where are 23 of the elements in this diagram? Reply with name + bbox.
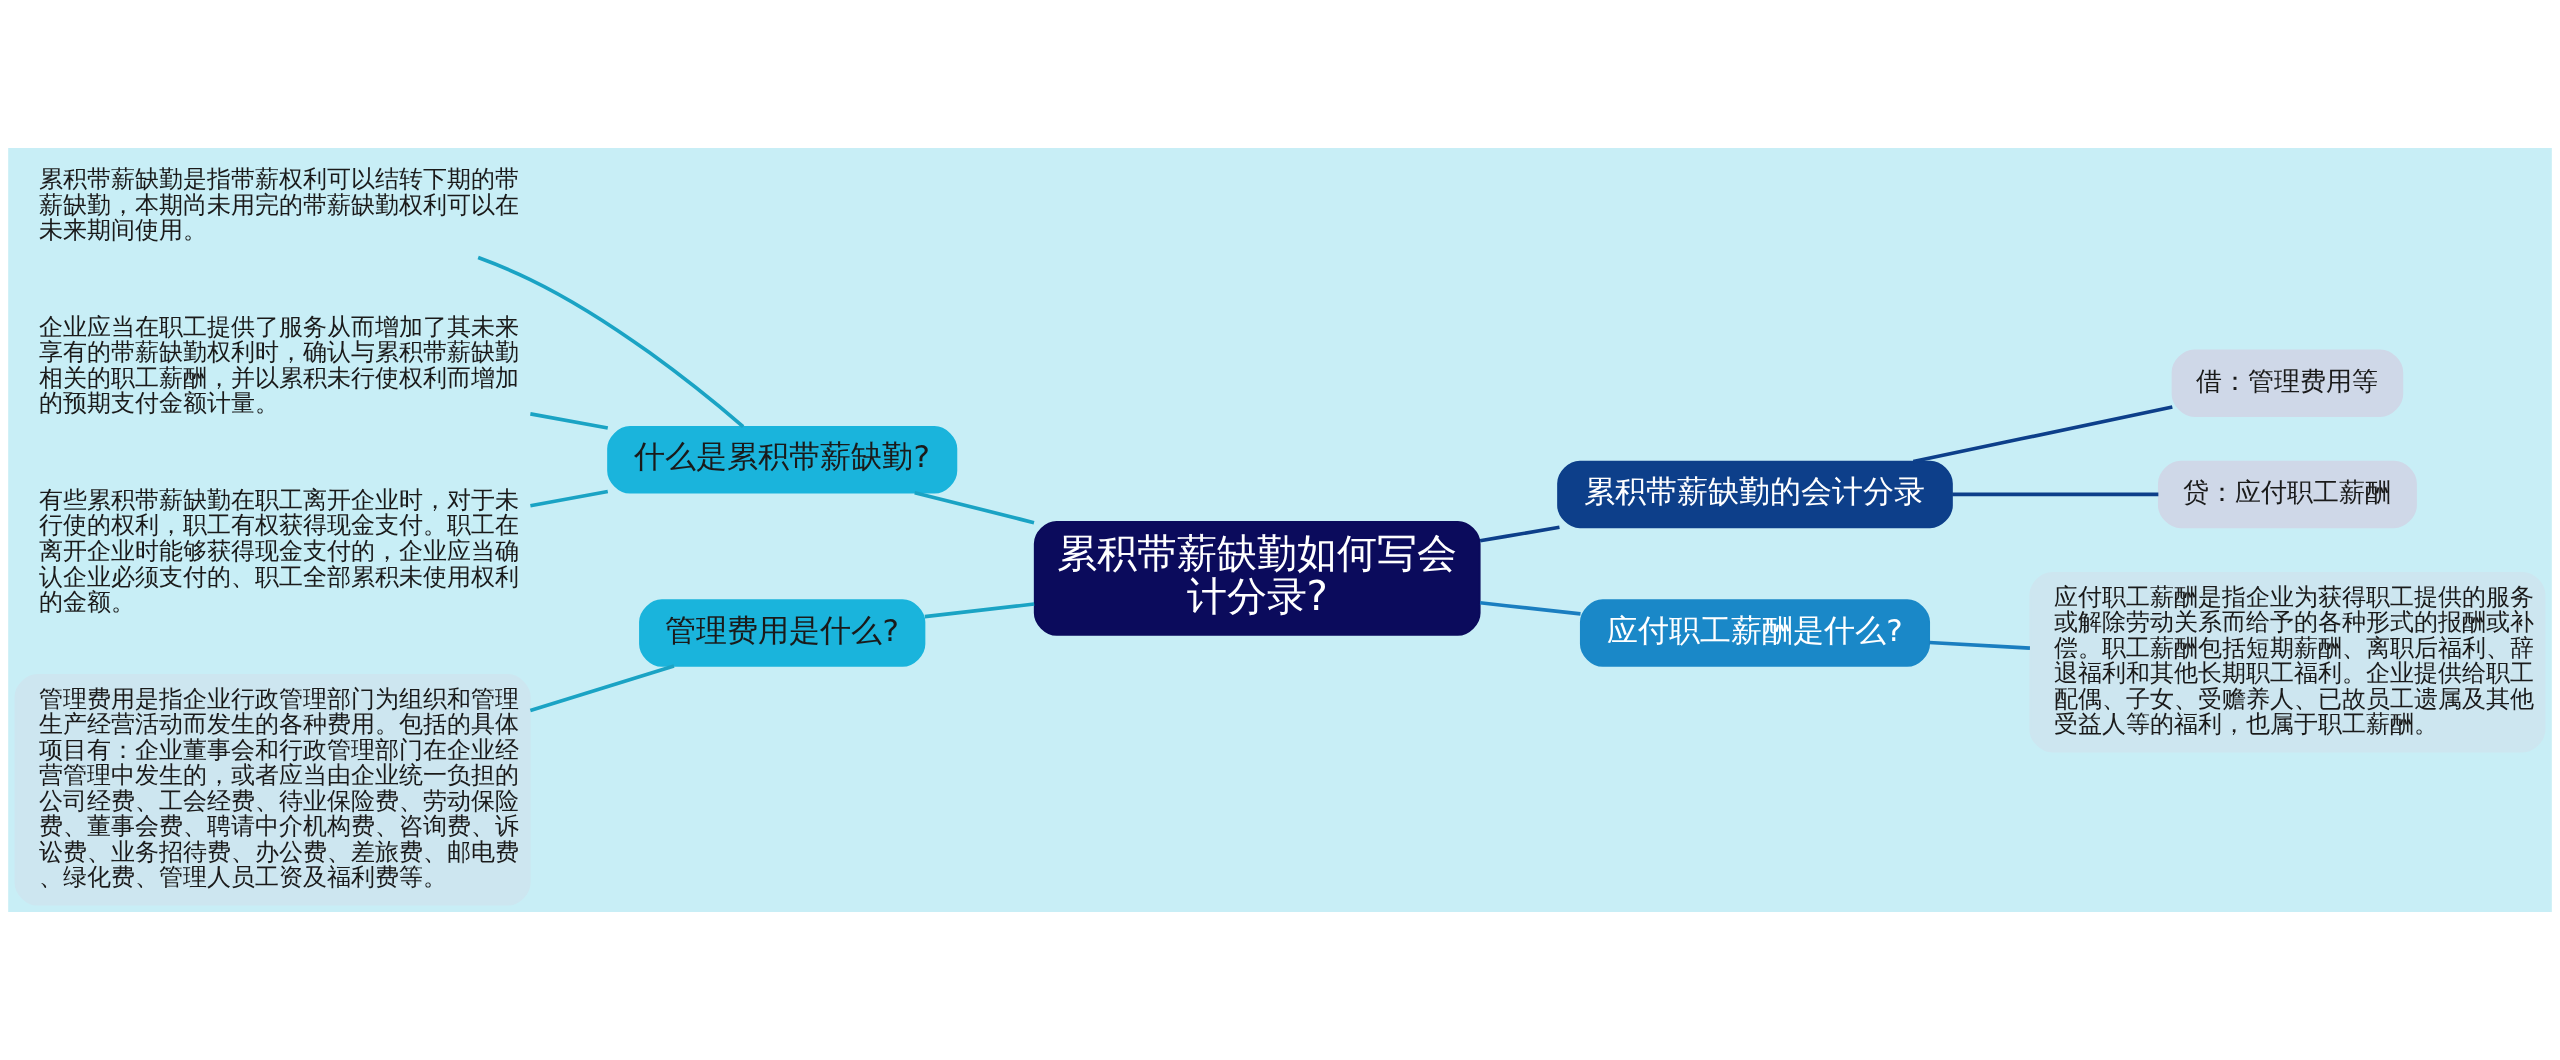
node-box: 管理费用是指企业行政管理部门为组织和管理生产经营活动而发生的各种费用。包括的具体项目有：企业董事会和行政管理部门在企业经营管理中发生的，或者应当由企业统一负担的公司经费、工会经费、待业保险费、劳动保险费、董事会费、聘请中介机构费、咨询费、诉讼费、业务招待费、办公费、差旅费、邮电费、绿化费、管理人员工资及福利费等。: [14, 674, 531, 906]
connector: [1912, 405, 2173, 464]
connector: [1479, 600, 1581, 616]
node-text: 有些累积带薪缺勤在职工离开企业时，对于未行使的权利，职工有权获得现金支付。职工在离开企业时能够获得现金支付的，企业应当确认企业必须支付的、职工全部累积未使用权利的金额。: [39, 485, 520, 617]
node-text: 企业应当在职工提供了服务从而增加了其未来享有的带薪缺勤权利时，确认与累积带薪缺勤相关的职工薪酬，并以累积未行使权利而增加的预期支付金额计量。: [39, 312, 520, 418]
connector: [914, 490, 1035, 525]
connector: [530, 412, 609, 430]
node-box: 借：管理费用等: [2171, 349, 2404, 417]
connector: [529, 664, 675, 713]
connector: [477, 255, 745, 428]
connector: [1479, 525, 1560, 543]
node-box: 贷：应付职工薪酬: [2157, 460, 2417, 529]
connector: [530, 489, 609, 508]
node-text: 累积带薪缺勤是指带薪权利可以结转下期的带薪缺勤，本期尚未用完的带薪缺勤权利可以在未来期间使用。: [39, 165, 520, 245]
connector: [924, 602, 1035, 619]
node-box: 应付职工薪酬是指企业为获得职工提供的服务或解除劳动关系而给予的各种形式的报酬或补偿。职工薪酬包括短期薪酬、离职后福利、辞退福利和其他长期职工福利。企业提供给职工配偶、子女、受赡养人、已故员工遗属及其他受益人等的福利，也属于职工薪酬。: [2029, 571, 2546, 753]
node-box: 管理费用是什么?: [639, 599, 926, 667]
node-box: 累积带薪缺勤的会计分录: [1557, 460, 1953, 529]
connector: [1952, 492, 2159, 497]
node-box: 累积带薪缺勤如何写会计分录?: [1033, 520, 1481, 636]
node-box: 应付职工薪酬是什么?: [1579, 599, 1931, 667]
node-box: 什么是累积带薪缺勤?: [607, 426, 958, 494]
connector: [1929, 640, 2031, 650]
